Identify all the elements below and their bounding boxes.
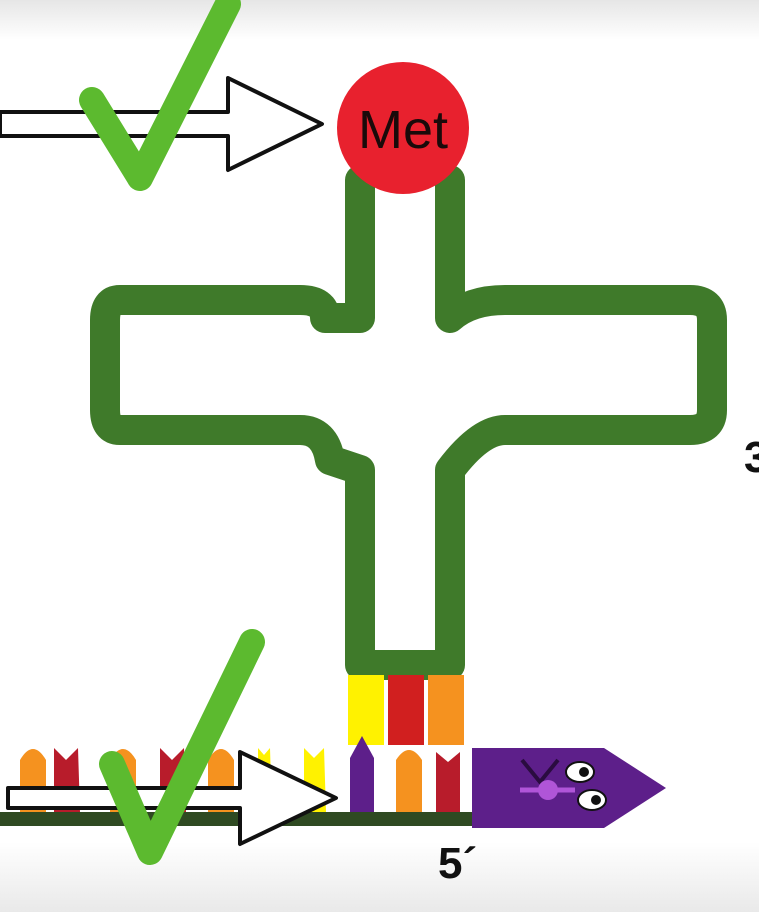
three-prime-label: 3 [744,433,759,482]
met-amino-acid [337,62,469,194]
mrna-strand [0,812,472,826]
anticodon-bases [348,675,464,745]
trna-cross-outline [90,165,727,680]
anticodon-base-red [388,675,424,745]
five-prime-label: 5´ [438,839,477,888]
top-shading [0,0,759,40]
check-mark-icon [99,629,265,865]
bottom-shading [0,842,759,912]
check-mark-icon [79,0,241,191]
mrna-base [350,736,374,812]
anticodon-base-orange [428,675,464,745]
ribosome-creature-icon [472,748,666,828]
mrna-base [396,750,422,812]
anticodon-base-yellow [348,675,384,745]
mrna-base [436,752,460,812]
met-label: Met [358,100,448,160]
